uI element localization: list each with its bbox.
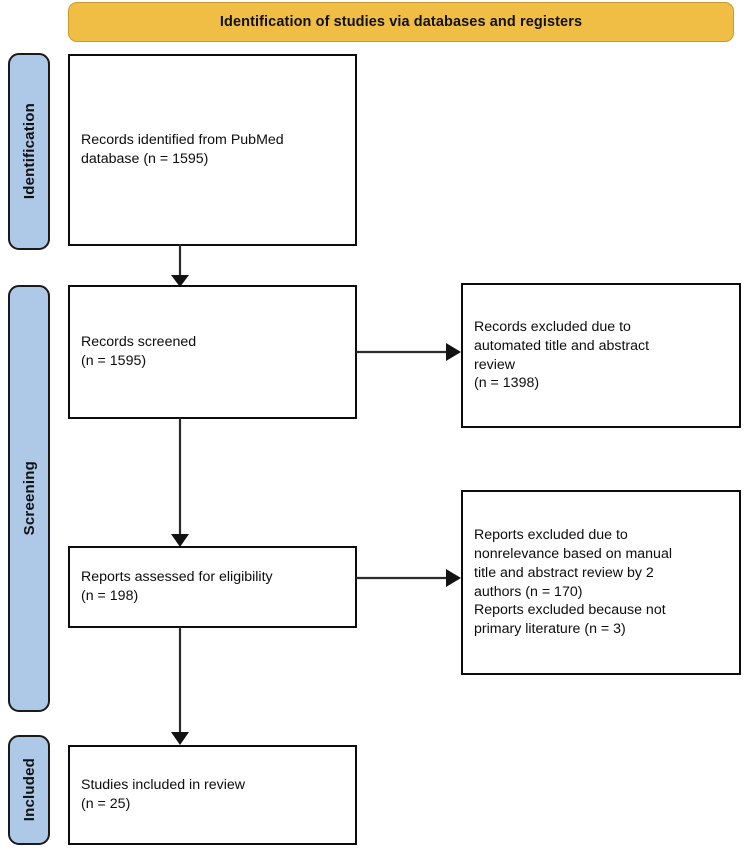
box-records-excluded-line-3: review: [474, 356, 515, 373]
box-records-identified-line-1: Records identified from PubMed: [81, 132, 284, 149]
box-reports-excluded-line-1: Reports excluded due to: [474, 526, 628, 543]
box-records-excluded-line-1: Records excluded due to: [474, 318, 631, 335]
stage-label-identification-text: Identification: [20, 103, 38, 200]
phase-banner-identification: Identification of studies via databases …: [68, 2, 734, 42]
box-reports-excluded-line-2: nonrelevance based on manual: [474, 545, 672, 562]
connector-assessed-to-included: [171, 627, 189, 745]
box-records-excluded-line-2: automated title and abstract: [474, 337, 650, 354]
box-reports-excluded: Reports excluded due to nonrelevance bas…: [461, 490, 741, 675]
box-records-screened: Records screened (n = 1595): [68, 285, 357, 419]
box-records-excluded: Records excluded due to automated title …: [461, 283, 741, 428]
box-studies-included-line-1: Studies included in review: [81, 777, 246, 794]
connector-screened-to-records-excluded: [356, 343, 461, 361]
stage-label-screening-text: Screening: [20, 461, 38, 536]
box-studies-included-line-2: (n = 25): [81, 796, 131, 812]
connector-assessed-to-reports-excluded: [356, 569, 461, 587]
box-reports-excluded-line-5: Reports excluded because not: [474, 602, 666, 619]
stage-label-included-text: Included: [20, 758, 38, 822]
box-records-screened-line-2: (n = 1595): [81, 353, 147, 369]
phase-banner-title: Identification of studies via databases …: [219, 14, 583, 30]
box-reports-assessed-line-2: (n = 198): [81, 588, 139, 604]
connector-identified-to-screened: [171, 244, 189, 287]
box-studies-included: Studies included in review (n = 25): [68, 745, 357, 845]
box-reports-excluded-line-3: title and abstract review by 2: [474, 564, 654, 581]
stage-label-included: Included: [8, 735, 50, 845]
box-reports-assessed-line-1: Reports assessed for eligibility: [81, 569, 273, 586]
box-records-identified: Records identified from PubMed database …: [68, 54, 357, 246]
connector-screened-to-assessed: [171, 418, 189, 547]
box-reports-excluded-line-6: primary literature (n = 3): [474, 621, 626, 638]
stage-label-identification: Identification: [8, 53, 50, 250]
box-reports-assessed: Reports assessed for eligibility (n = 19…: [68, 546, 357, 628]
box-reports-excluded-line-4: authors (n = 170): [474, 583, 583, 600]
box-records-excluded-line-4: (n = 1398): [474, 375, 540, 392]
box-records-identified-line-2: database (n = 1595): [81, 151, 209, 167]
box-records-screened-line-1: Records screened: [81, 334, 197, 351]
stage-label-screening: Screening: [8, 285, 50, 712]
